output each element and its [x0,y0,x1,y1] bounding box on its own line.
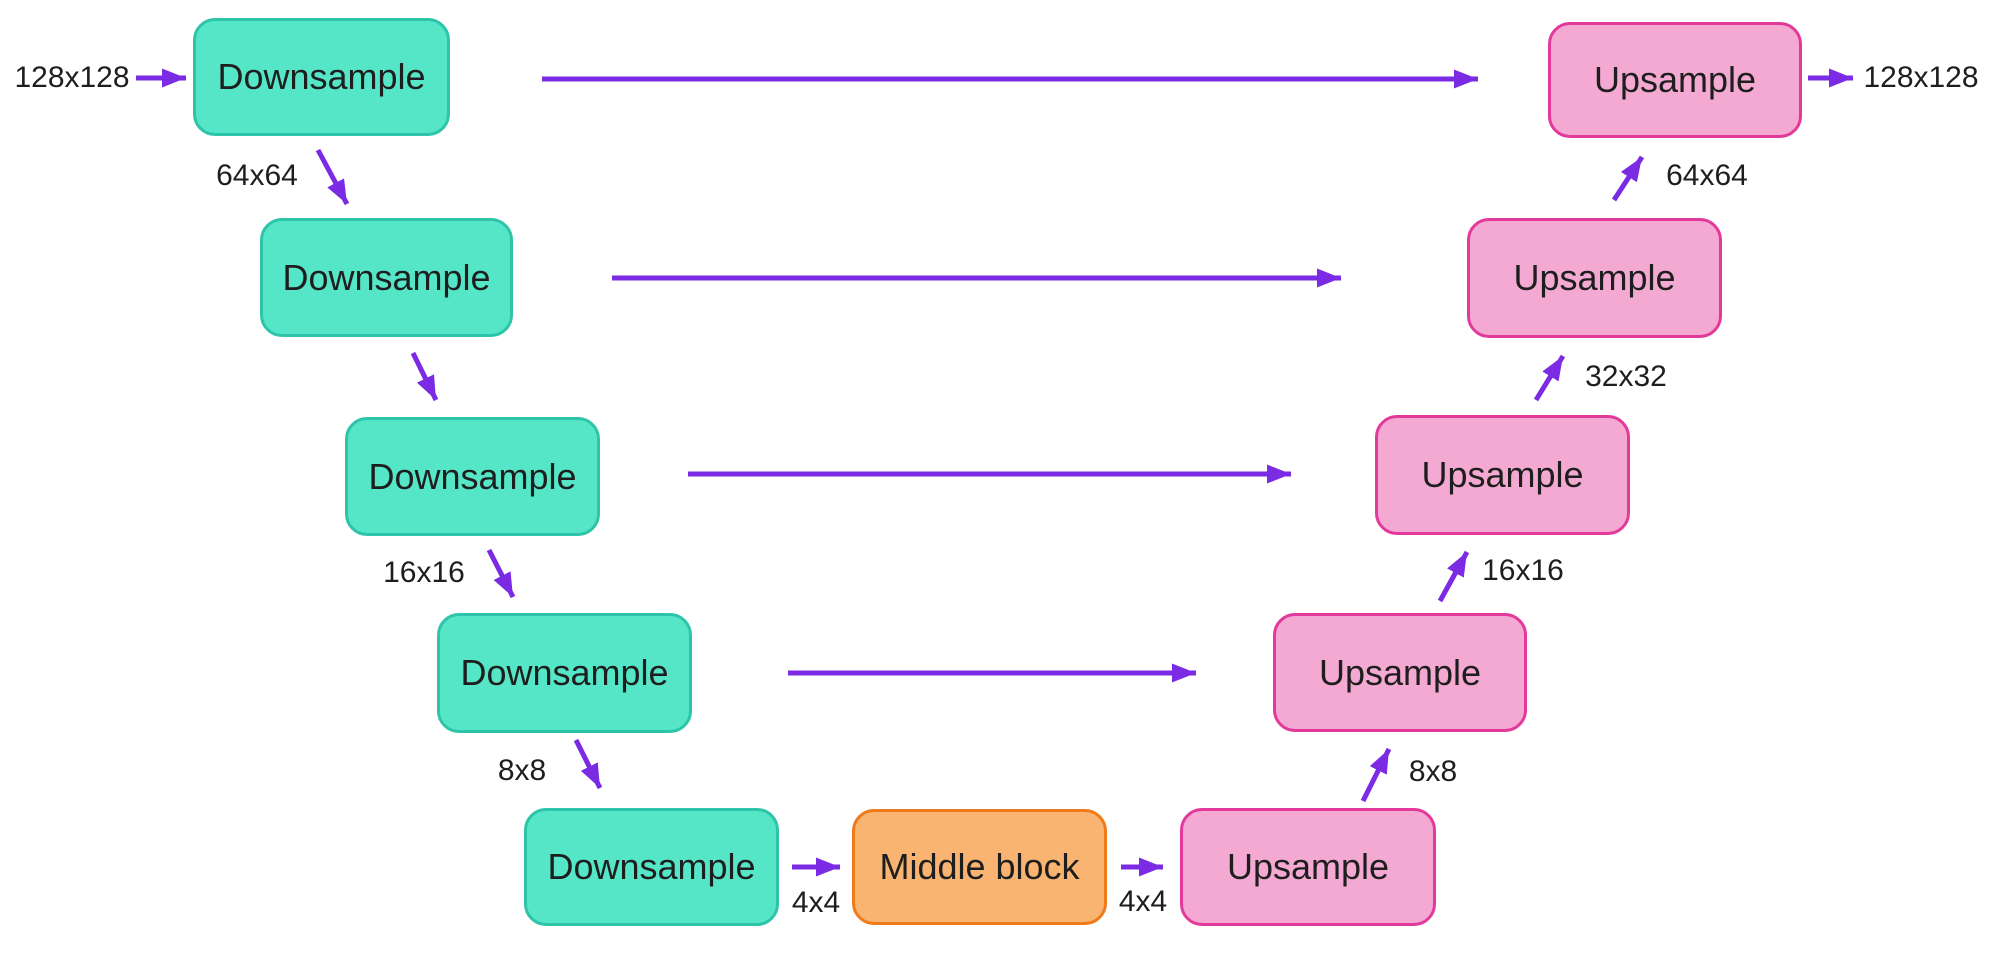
downsample-3-box: Downsample [345,417,600,536]
up-arrow-2 [1437,550,1470,603]
upsample-2-box: Upsample [1273,613,1527,732]
down-arrow-2 [410,351,439,402]
input-size-label: 128x128 [14,61,130,94]
right-size-16x16-label: 16x16 [1482,554,1564,587]
downsample-2-box: Downsample [260,218,513,337]
up-arrow-1 [1360,747,1392,803]
up-arrow-4 [1611,155,1645,202]
upsample-3-box: Upsample [1375,415,1630,535]
left-size-4x4-label: 4x4 [791,886,841,919]
down-arrow-3 [486,548,516,599]
right-size-4x4-label: 4x4 [1118,885,1168,918]
downsample-5-box: Downsample [524,808,779,926]
right-size-8x8-label: 8x8 [1408,755,1458,788]
up-arrow-3 [1533,354,1566,402]
left-size-8x8-label: 8x8 [497,754,547,787]
down-arrow-1 [315,148,350,206]
upsample-1-box: Upsample [1180,808,1436,926]
down-arrow-4 [573,738,603,790]
left-size-64x64-label: 64x64 [216,159,298,192]
right-size-64x64-label: 64x64 [1666,159,1748,192]
middle-block-box: Middle block [852,809,1107,925]
left-size-16x16-label: 16x16 [383,556,465,589]
upsample-4-box: Upsample [1467,218,1722,338]
right-size-32x32-label: 32x32 [1585,360,1667,393]
downsample-1-box: Downsample [193,18,450,136]
upsample-5-box: Upsample [1548,22,1802,138]
output-size-label: 128x128 [1863,61,1979,94]
downsample-4-box: Downsample [437,613,692,733]
